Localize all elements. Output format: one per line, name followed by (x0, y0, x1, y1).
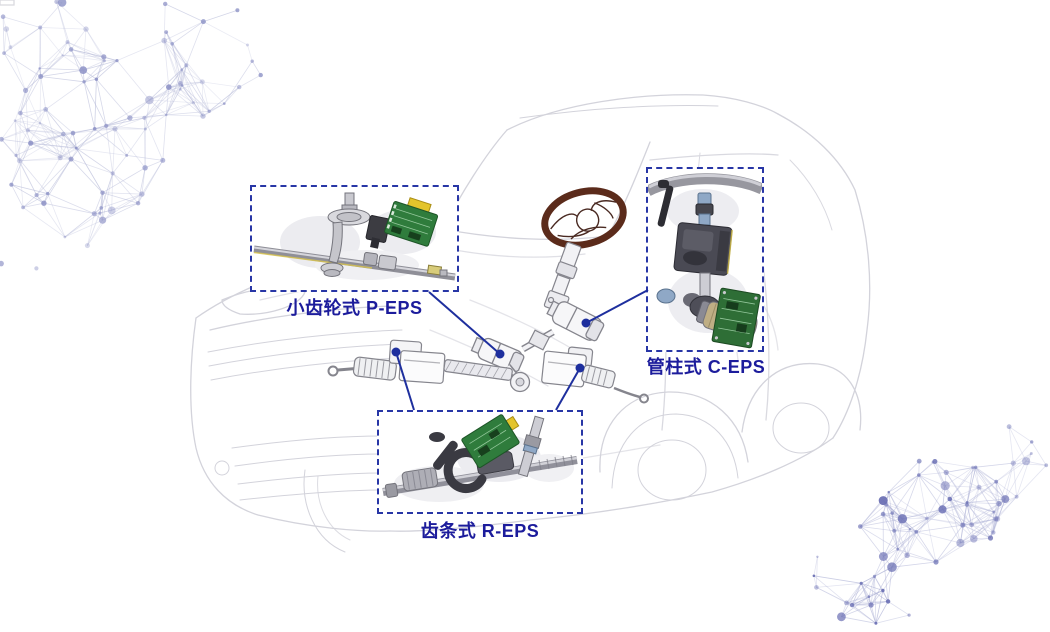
tilt-lever (657, 180, 674, 227)
p-eps-panel (250, 185, 459, 292)
column-shaft (695, 192, 714, 226)
c-eps-component-image (648, 173, 762, 349)
steering-wheel (541, 187, 627, 249)
drive-clamp-bracket (429, 432, 487, 493)
c-eps-label: 管柱式 C-EPS (646, 357, 766, 377)
input-shaft (517, 415, 545, 478)
column-bracket-housing (673, 222, 733, 276)
p-eps-label: 小齿轮式 P-EPS (286, 298, 423, 318)
torque-sensor-bracket (365, 215, 391, 249)
r-eps-panel (377, 410, 583, 514)
control-pcb (711, 287, 761, 349)
network-mesh-decoration-top-left (0, 0, 263, 271)
p-eps-component-image (253, 192, 456, 281)
rack-boot (401, 467, 439, 492)
pinion-shaft (320, 192, 371, 277)
control-pcb (461, 414, 520, 469)
r-eps-component-image (382, 414, 578, 502)
pinion-housing (505, 364, 531, 393)
network-mesh-decoration-bottom-right (812, 424, 1049, 625)
c-eps-panel (646, 167, 764, 352)
r-eps-label: 齿条式 R-EPS (420, 521, 540, 541)
intermediate-shaft (521, 328, 555, 353)
upper-universal-joint (546, 300, 605, 342)
car-body-outline (195, 94, 871, 532)
control-pcb (384, 197, 439, 247)
rack-left-drive-unit (388, 339, 446, 384)
